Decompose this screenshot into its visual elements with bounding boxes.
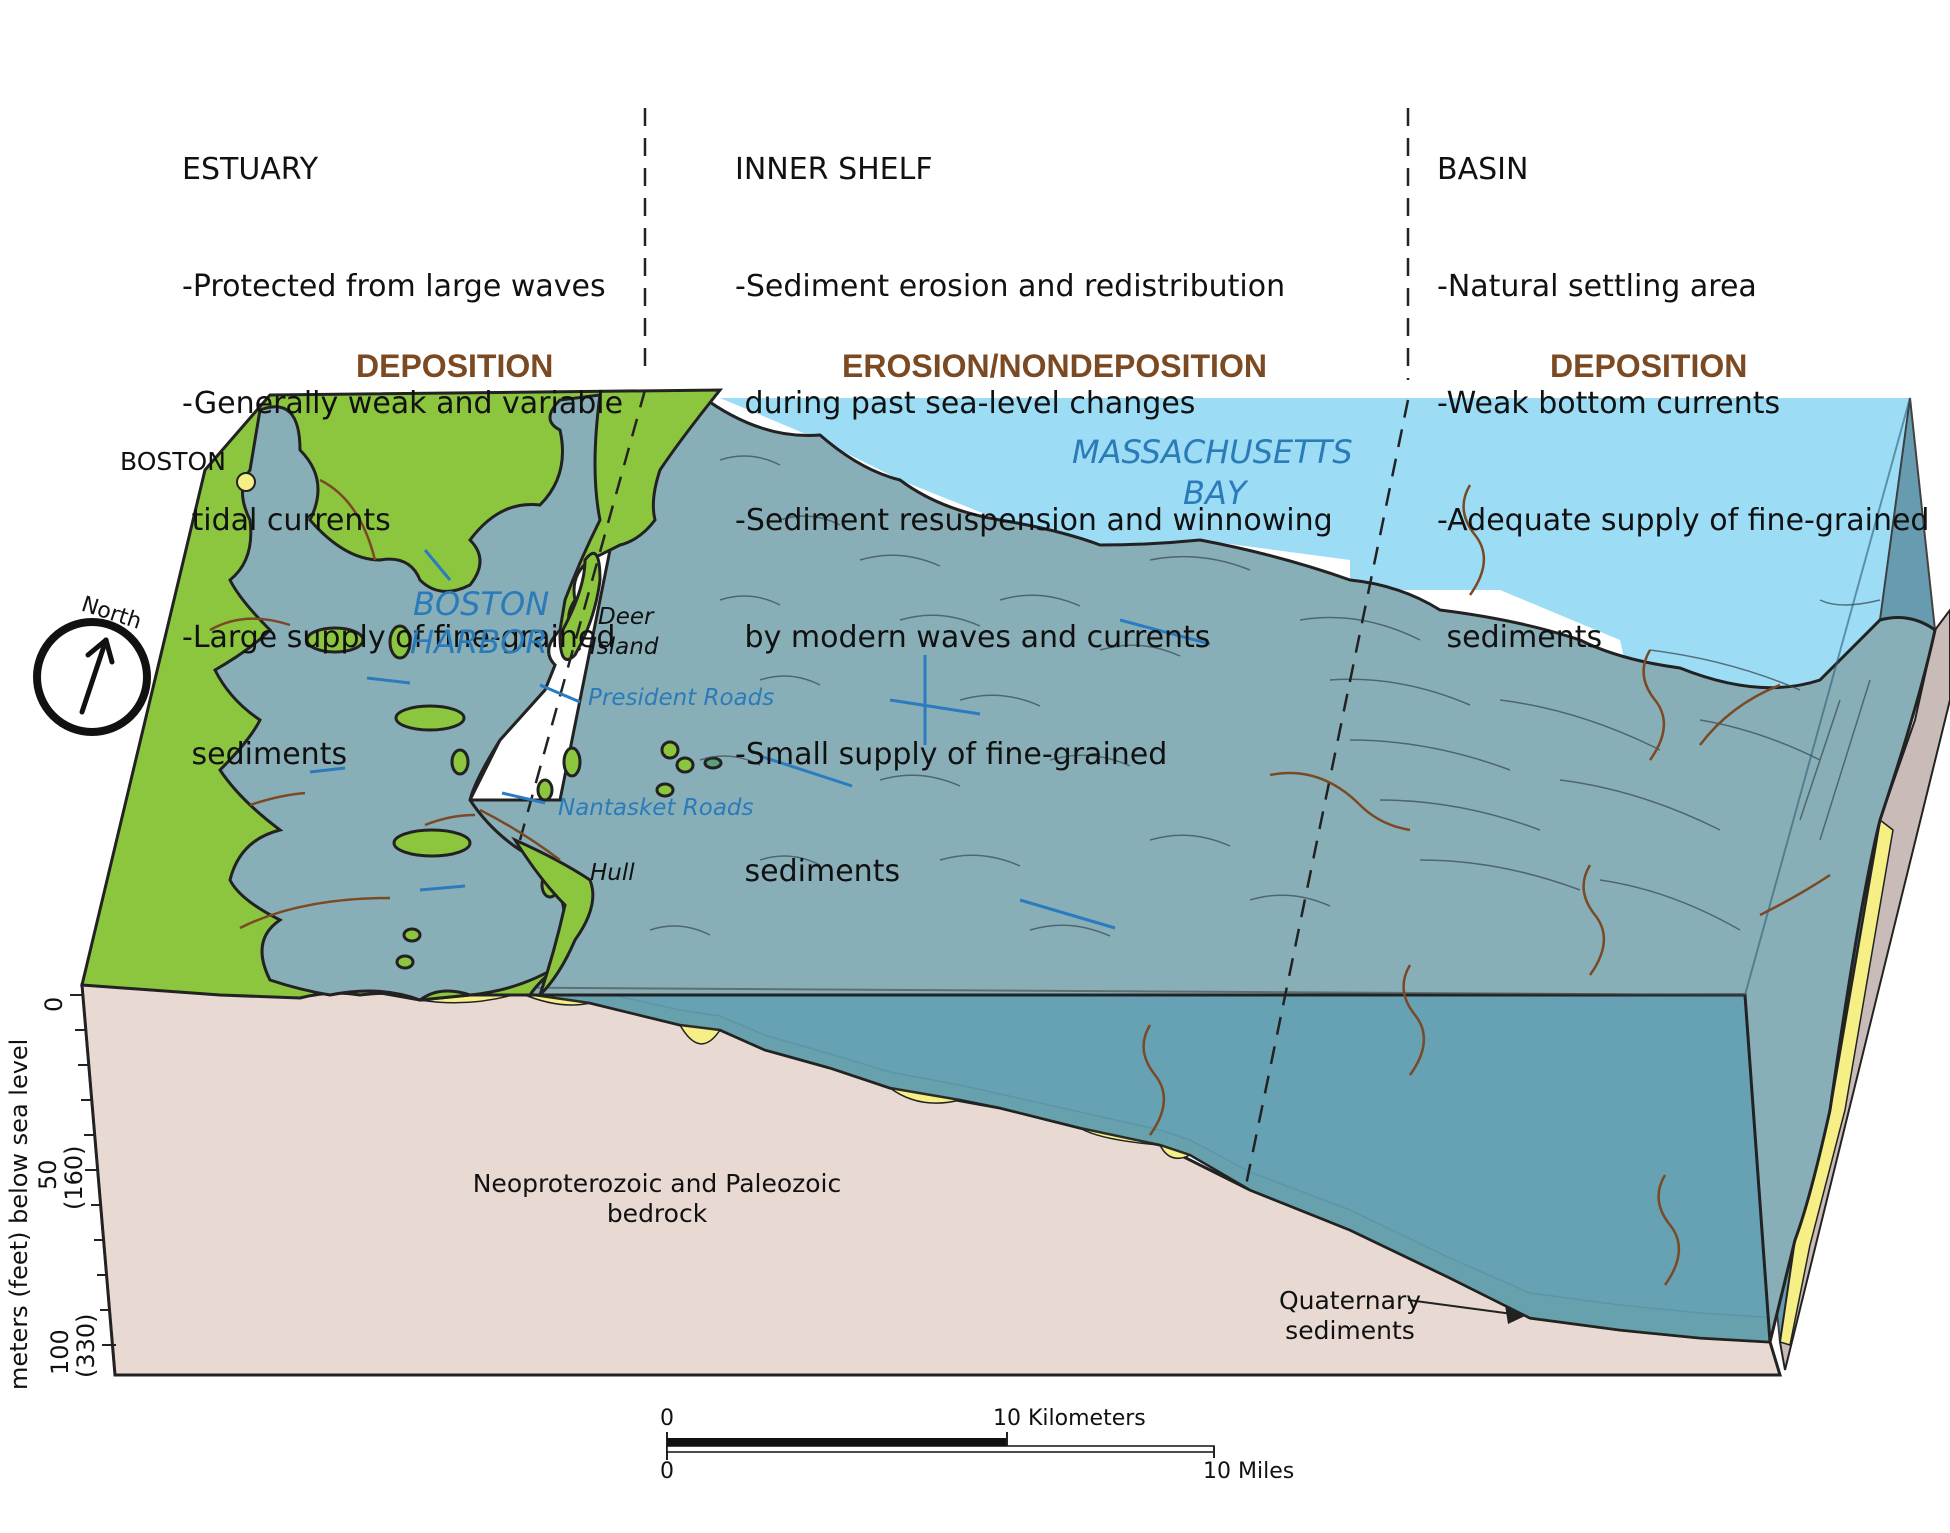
sediment-pointer-head xyxy=(1505,1305,1525,1324)
boston-harbor-label: BOSTON xyxy=(413,585,549,623)
zone-boundary-shelf-basin-surface xyxy=(1243,399,1410,1191)
north-arrow-icon xyxy=(79,637,115,715)
depth-tick-label-330: (330) xyxy=(72,1313,100,1378)
basin-description: BASIN -Natural settling area -Weak botto… xyxy=(1437,72,1929,696)
inner-shelf-line: during past sea-level changes xyxy=(735,386,1196,421)
depth-tick-label-0: 0 xyxy=(40,996,68,1012)
inner-shelf-process-label: EROSION/NONDEPOSITION xyxy=(842,348,1267,384)
basin-line: sediments xyxy=(1437,620,1603,655)
inner-shelf-line: sediments xyxy=(735,854,901,889)
depth-axis-ticks xyxy=(70,994,116,1346)
island xyxy=(395,954,415,970)
scale-bar-km xyxy=(667,1438,1007,1446)
island xyxy=(536,778,554,802)
quaternary-sediments-label: Quaternary xyxy=(1278,1286,1422,1315)
island xyxy=(305,626,365,654)
estuary-title: ESTUARY xyxy=(182,152,319,187)
inner-shelf-title: INNER SHELF xyxy=(735,152,933,187)
estuary-line: -Large supply of fine-grained xyxy=(182,620,616,655)
inner-shelf-line: -Small supply of fine-grained xyxy=(735,737,1168,772)
scale-mi-label: 10 Miles xyxy=(1203,1459,1295,1484)
deer-island-label-line2: Island xyxy=(590,634,659,660)
scale-km-label: 10 Kilometers xyxy=(993,1406,1146,1431)
water-surface xyxy=(720,398,1910,995)
hull-label: Hull xyxy=(590,860,635,886)
estuary-line: sediments xyxy=(182,737,348,772)
depth-tick-label-50: 50 xyxy=(34,1159,62,1190)
inner-shelf-line: -Sediment erosion and redistribution xyxy=(735,269,1286,304)
estuary-line: -Protected from large waves xyxy=(182,269,606,304)
island xyxy=(675,756,695,774)
depth-tick-label-100: 100 xyxy=(46,1329,74,1375)
boston-marker xyxy=(236,472,256,492)
depth-tick-label-160: (160) xyxy=(60,1145,88,1210)
scale-mi-zero: 0 xyxy=(660,1459,674,1484)
basin-title: BASIN xyxy=(1437,152,1529,187)
island xyxy=(388,624,412,660)
basin-line: -Weak bottom currents xyxy=(1437,386,1781,421)
basin-line: -Adequate supply of fine-grained xyxy=(1437,503,1930,538)
island xyxy=(402,927,422,943)
bedrock-label: Neoproterozoic and Paleozoic xyxy=(472,1169,842,1198)
deer-island-label: Deer xyxy=(598,604,654,630)
scale-km-zero: 0 xyxy=(660,1406,674,1431)
water-top-edge xyxy=(1744,397,1911,996)
nantasket-roads-label: Nantasket Roads xyxy=(558,795,754,821)
boston-harbor-label-line2: HARBOR xyxy=(410,623,548,661)
island xyxy=(394,704,466,732)
inner-shelf-description: INNER SHELF -Sediment erosion and redist… xyxy=(735,72,1333,930)
bedrock-label-line2: bedrock xyxy=(606,1199,708,1228)
estuary-description: ESTUARY -Protected from large waves -Gen… xyxy=(182,72,623,813)
inner-shelf-line: by modern waves and currents xyxy=(735,620,1211,655)
hull-peninsula xyxy=(511,836,595,997)
massachusetts-bay-label-line2: BAY xyxy=(1183,474,1247,512)
basin-process-label: DEPOSITION xyxy=(1550,348,1748,384)
island xyxy=(703,756,723,770)
depth-axis-label: meters (feet) below sea level xyxy=(5,1038,33,1390)
island xyxy=(392,828,472,858)
sediment-pointer-line xyxy=(1407,1299,1521,1316)
seafloor-texture xyxy=(649,455,1881,937)
current-arrows xyxy=(309,549,1211,930)
massachusetts-bay-label: MASSACHUSETTS xyxy=(1072,433,1353,471)
quaternary-sediments-label-line2: sediments xyxy=(1285,1316,1415,1345)
island xyxy=(450,748,470,776)
estuary-line: tidal currents xyxy=(182,503,391,538)
island xyxy=(562,746,582,778)
zone-boundary-estuary-shelf-surface xyxy=(518,389,647,841)
island xyxy=(655,782,675,798)
scale-bar-mi xyxy=(666,1445,1215,1453)
deer-island-peninsula xyxy=(558,551,602,661)
basin-line: -Natural settling area xyxy=(1437,269,1757,304)
settling-arrows xyxy=(209,478,1831,1286)
estuary-process-label: DEPOSITION xyxy=(356,348,554,384)
seafloor-surface xyxy=(391,392,1937,1343)
president-roads-label: President Roads xyxy=(588,685,775,711)
boston-label: BOSTON xyxy=(120,447,226,476)
island xyxy=(660,740,680,760)
inner-shelf-line: -Sediment resuspension and winnowing xyxy=(735,503,1333,538)
estuary-line: -Generally weak and variable xyxy=(182,386,624,421)
boston-harbor-label-line: BOSTON xyxy=(413,585,550,623)
